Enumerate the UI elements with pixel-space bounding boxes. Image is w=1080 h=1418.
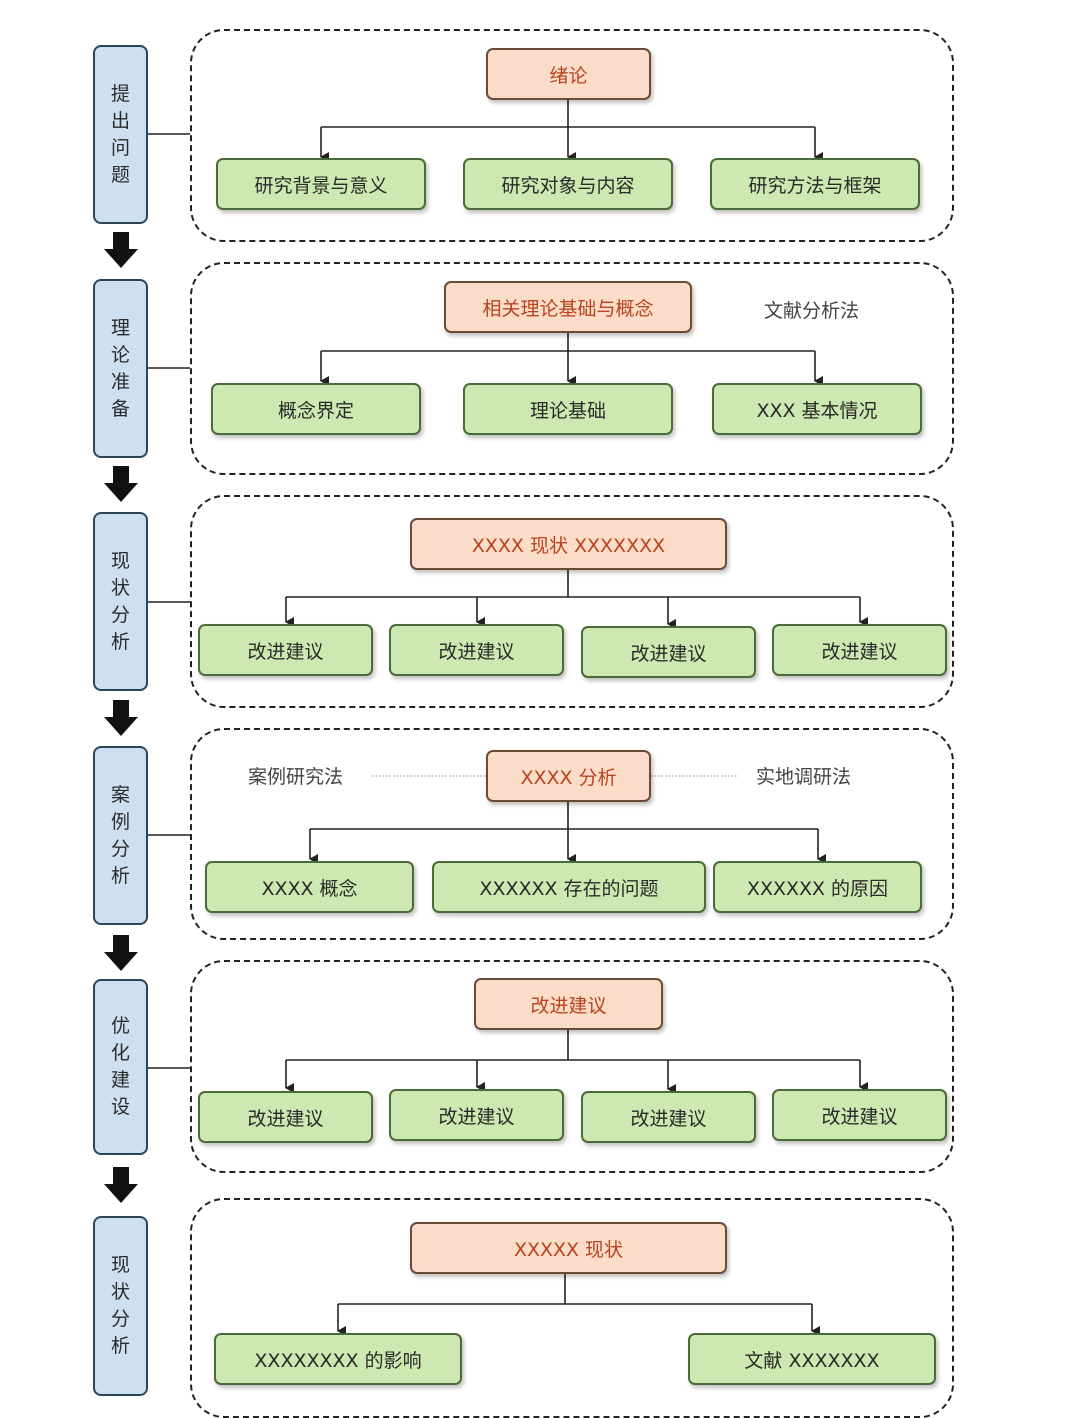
stage-label-char: 析 <box>110 630 130 653</box>
stage-label-char: 问 <box>110 136 130 159</box>
stage-section-4 <box>190 728 954 940</box>
stage-label-char: 论 <box>110 343 130 366</box>
stage-section-1 <box>190 29 954 242</box>
stage-label-char: 题 <box>110 163 130 186</box>
stage-label-char: 案 <box>110 783 130 806</box>
stage-label-char: 分 <box>110 837 130 860</box>
stage-4-method-note-left: 案例研究法 <box>248 766 344 788</box>
stage-4-child-box: XXXXXX 存在的问题 <box>432 861 706 913</box>
stage-label-char: 建 <box>110 1069 130 1091</box>
stage-3-child-box: 改进建议 <box>389 624 564 676</box>
stage-6-child-box: 文献 XXXXXXX <box>688 1333 936 1385</box>
stage-label-char: 化 <box>110 1042 130 1064</box>
stage-label-char: 析 <box>110 864 130 887</box>
stage-4-head-box: XXXX 分析 <box>486 750 651 802</box>
stage-label-1: 提 出 问 题 <box>93 45 148 224</box>
stage-4-child-box: XXXXXX 的原因 <box>713 861 922 913</box>
stage-3-child-box: 改进建议 <box>772 624 947 676</box>
stage-label-char: 例 <box>110 810 130 833</box>
stage-5-child-box: 改进建议 <box>389 1089 564 1141</box>
stage-5-child-box: 改进建议 <box>581 1091 756 1143</box>
stage-section-5 <box>190 960 954 1173</box>
stage-1-child-box: 研究对象与内容 <box>463 158 673 210</box>
stage-2-head-box: 相关理论基础与概念 <box>444 281 692 333</box>
stage-label-char: 现 <box>110 549 130 572</box>
stage-5-child-box: 改进建议 <box>772 1089 947 1141</box>
stage-label-char: 现 <box>110 1254 130 1276</box>
stage-label-char: 分 <box>110 1308 130 1330</box>
stage-6-child-box: XXXXXXXX 的影响 <box>214 1333 462 1385</box>
stage-3-child-box: 改进建议 <box>581 626 756 678</box>
stage-section-3 <box>190 495 954 708</box>
stage-5-head-box: 改进建议 <box>474 978 663 1030</box>
stage-1-child-box: 研究背景与意义 <box>216 158 426 210</box>
stage-label-2: 理 论 准 备 <box>93 279 148 458</box>
stage-label-char: 分 <box>110 603 130 626</box>
stage-3-head-box: XXXX 现状 XXXXXXX <box>410 518 727 570</box>
stage-label-char: 析 <box>110 1335 130 1357</box>
stage-4-method-note-right: 实地调研法 <box>756 766 852 788</box>
stage-label-char: 优 <box>110 1015 130 1037</box>
stage-2-child-box: 概念界定 <box>211 383 421 435</box>
stage-2-child-box: XXX 基本情况 <box>712 383 922 435</box>
stage-6-head-box: XXXXX 现状 <box>410 1222 727 1274</box>
stage-1-head-box: 绪论 <box>486 48 651 100</box>
stage-label-3: 现 状 分 析 <box>93 512 148 691</box>
stage-label-char: 准 <box>110 370 130 393</box>
stage-label-5: 优 化 建 设 <box>93 979 148 1155</box>
stage-section-2 <box>190 262 954 475</box>
stage-1-child-box: 研究方法与框架 <box>710 158 920 210</box>
stage-label-char: 备 <box>110 397 130 420</box>
stage-3-child-box: 改进建议 <box>198 624 373 676</box>
stage-label-char: 状 <box>110 1281 130 1303</box>
stage-label-char: 状 <box>110 576 130 599</box>
stage-4-child-box: XXXX 概念 <box>205 861 414 913</box>
stage-label-char: 出 <box>110 109 130 132</box>
stage-label-char: 理 <box>110 316 130 339</box>
stage-5-child-box: 改进建议 <box>198 1091 373 1143</box>
stage-2-child-box: 理论基础 <box>463 383 673 435</box>
stage-label-char: 设 <box>110 1096 130 1118</box>
stage-2-method-note: 文献分析法 <box>764 300 860 322</box>
stage-label-char: 提 <box>110 82 130 105</box>
stage-label-4: 案 例 分 析 <box>93 746 148 925</box>
stage-label-6: 现 状 分 析 <box>93 1216 148 1396</box>
stage-down-arrows <box>104 232 138 1203</box>
